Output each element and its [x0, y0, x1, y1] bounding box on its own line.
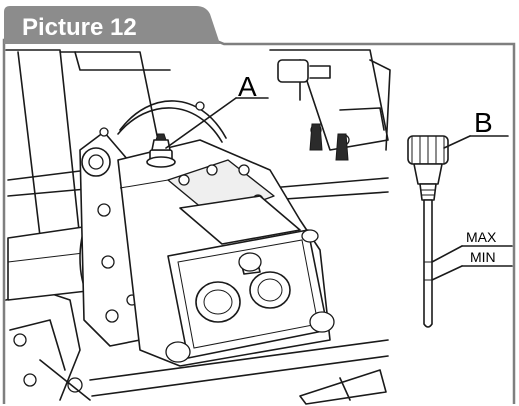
frame-structure-right [269, 49, 391, 161]
inspection-cover [165, 229, 335, 363]
max-label: MAX [466, 229, 497, 245]
dipstick [407, 135, 449, 328]
callout-b: B [443, 107, 509, 149]
callout-b-label: B [474, 107, 493, 138]
figure-title: Picture 12 [22, 14, 137, 41]
callout-a: A [165, 71, 269, 149]
figure-frame: Picture 12 [2, 6, 516, 404]
oil-filler-plug [99, 100, 227, 168]
dipstick-level-marks: MAX MIN [431, 229, 513, 281]
callout-a-label: A [238, 71, 257, 102]
min-label: MIN [470, 249, 496, 265]
